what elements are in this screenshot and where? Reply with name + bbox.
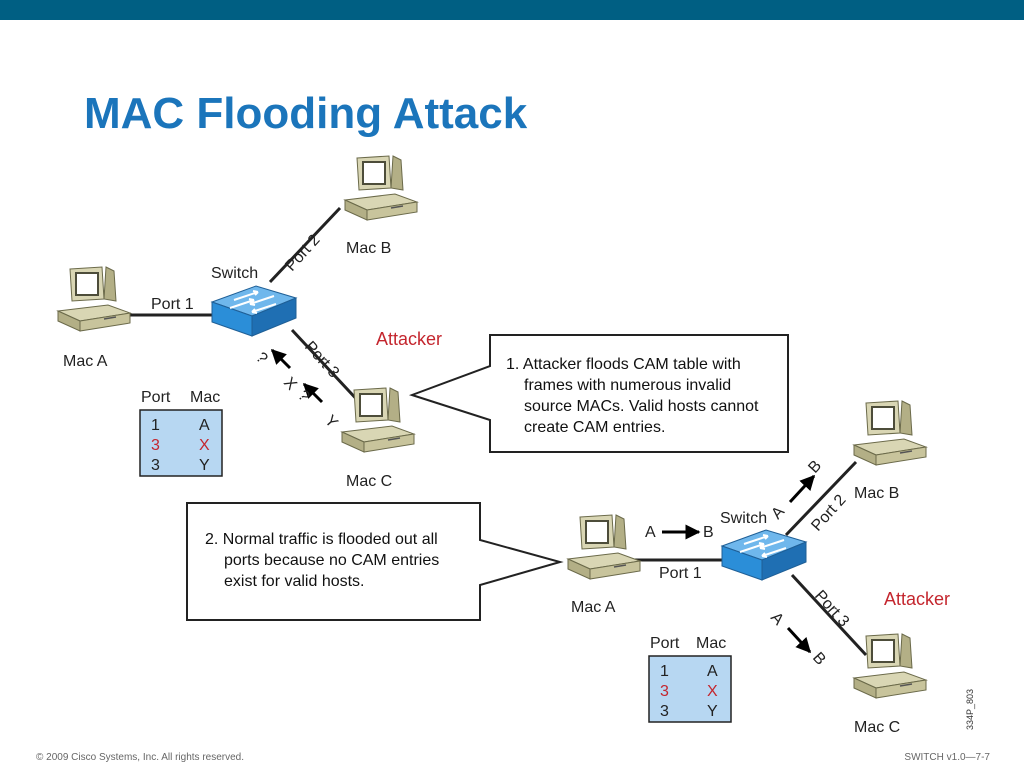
top-port2-label: Port 2: [282, 232, 323, 275]
bottom-table-row1-mac: A: [707, 663, 718, 680]
top-frame-label-3: ?: [294, 387, 313, 405]
bottom-table-row3-port: 3: [660, 703, 669, 720]
top-table-row3-port: 3: [151, 457, 160, 474]
bottom-port3-label: Port 3: [811, 587, 852, 630]
bottom-table-row3-mac: Y: [707, 703, 718, 720]
top-port1-label: Port 1: [151, 296, 194, 313]
bottom-switch-label: Switch: [720, 510, 767, 527]
top-table-body: [139, 409, 223, 477]
copyright-footer: © 2009 Cisco Systems, Inc. All rights re…: [36, 752, 245, 763]
callout-2-line-1: 2. Normal traffic is flooded out all: [205, 531, 438, 548]
bottom-table-body: [648, 655, 732, 723]
top-switch-icon: [211, 285, 297, 337]
top-frame-label-4: Y: [321, 412, 341, 432]
bottom-computer-mac-c: [853, 633, 927, 699]
bottom-table-row1-port: 1: [660, 663, 669, 680]
bottom-cam-table: Port Mac 1 A 3 X 3 Y: [648, 635, 732, 723]
bottom-attacker-label: Attacker: [884, 589, 950, 609]
bottom-table-row2-mac: X: [707, 683, 718, 700]
bottom-frame-c-src: A: [767, 609, 787, 629]
bottom-mac-a-label: Mac A: [571, 599, 616, 616]
figure-id: 334P_803: [965, 689, 975, 730]
callout-2-box: [186, 502, 564, 621]
bottom-frame-b-dst: B: [805, 457, 825, 476]
bottom-switch-icon: [721, 529, 807, 581]
bottom-frame-c-arrow: [786, 626, 812, 654]
bottom-link-port2: [784, 460, 858, 537]
bottom-frame-in-dst: B: [703, 524, 714, 541]
top-computer-mac-a: [57, 266, 131, 332]
callout-1-box: [408, 334, 789, 453]
top-link-port3: [290, 328, 364, 407]
callout-2-line-3: exist for valid hosts.: [224, 573, 365, 590]
bottom-frame-b-arrow: [788, 474, 816, 504]
top-table-header-port: Port: [141, 389, 171, 406]
bottom-frame-b-src: A: [768, 503, 788, 523]
top-frame-arrow-2: [302, 382, 324, 404]
bottom-frame-in-src: A: [645, 524, 656, 541]
bottom-link-port3: [790, 573, 868, 657]
top-table-row3-mac: Y: [199, 457, 210, 474]
course-id-footer: SWITCH v1.0—7-7: [904, 752, 990, 763]
top-table-row2-mac: X: [199, 437, 210, 454]
bottom-mac-c-label: Mac C: [854, 719, 900, 736]
bottom-port1-label: Port 1: [659, 565, 702, 582]
top-table-header-mac: Mac: [190, 389, 220, 406]
slide-title: MAC Flooding Attack: [84, 89, 528, 138]
bottom-frame-c-dst: B: [809, 649, 829, 668]
callout-1-line-3: source MACs. Valid hosts cannot: [524, 398, 759, 415]
callout-1: 1. Attacker floods CAM table with frames…: [408, 334, 789, 453]
callout-2: 2. Normal traffic is flooded out all por…: [186, 502, 564, 621]
top-attacker-label: Attacker: [376, 329, 442, 349]
top-computer-mac-b: [344, 155, 418, 221]
bottom-table-row2-port: 3: [660, 683, 669, 700]
callout-2-line-2: ports because no CAM entries: [224, 552, 439, 569]
callout-1-line-2: frames with numerous invalid: [524, 377, 731, 394]
top-cam-table: Port Mac 1 A 3 X 3 Y: [139, 389, 223, 477]
top-table-row1-mac: A: [199, 417, 210, 434]
top-switch-label: Switch: [211, 265, 258, 282]
top-mac-b-label: Mac B: [346, 240, 391, 257]
top-port3-label: Port 3: [301, 338, 342, 381]
top-frame-label-2: X: [280, 374, 300, 394]
top-frame-arrow-1: [270, 348, 292, 370]
bottom-table-header-mac: Mac: [696, 635, 726, 652]
top-computer-mac-c: [341, 387, 415, 453]
callout-1-line-4: create CAM entries.: [524, 419, 665, 436]
top-diagram: Switch Port 1 Port 2 Port 3 Mac A Mac B …: [57, 155, 442, 490]
top-mac-c-label: Mac C: [346, 473, 392, 490]
callout-1-line-1: 1. Attacker floods CAM table with: [506, 356, 741, 373]
bottom-computer-mac-b: [853, 400, 927, 466]
top-table-row1-port: 1: [151, 417, 160, 434]
bottom-computer-mac-a: [567, 514, 641, 580]
top-frame-label-1: ?: [252, 349, 271, 367]
top-link-port2: [268, 206, 342, 284]
bottom-mac-b-label: Mac B: [854, 485, 899, 502]
top-color-bar: [0, 0, 1024, 20]
top-table-row2-port: 3: [151, 437, 160, 454]
bottom-table-header-port: Port: [650, 635, 680, 652]
bottom-port2-label: Port 2: [808, 492, 849, 535]
top-mac-a-label: Mac A: [63, 353, 108, 370]
